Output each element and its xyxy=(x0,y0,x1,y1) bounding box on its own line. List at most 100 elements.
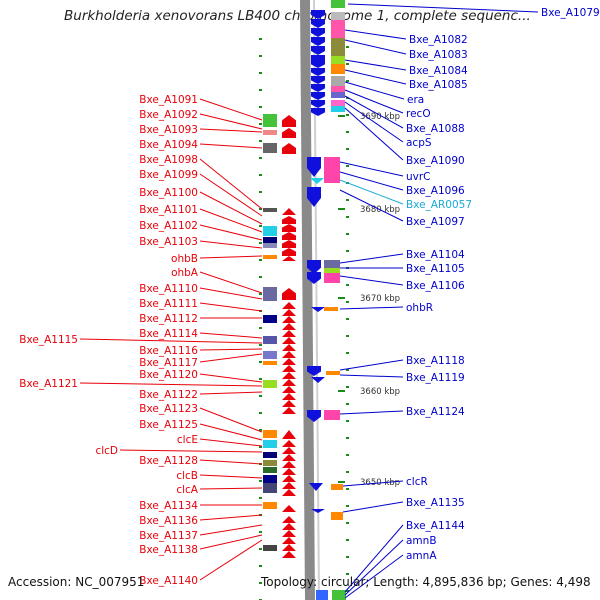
tick-mark-left xyxy=(259,89,262,91)
gene-label-right: amnA xyxy=(406,550,437,562)
gene-label-left: clcB xyxy=(176,470,198,482)
leader-line-left xyxy=(199,524,263,536)
gene-block-left xyxy=(263,460,277,466)
leader-line-right xyxy=(344,524,404,593)
tick-mark-right xyxy=(346,233,349,235)
gene-triangle-up xyxy=(282,475,296,482)
tick-mark-right xyxy=(346,284,349,286)
leader-line-left xyxy=(199,514,263,521)
gene-label-left: Bxe_A1103 xyxy=(139,236,198,248)
tick-mark-left xyxy=(259,191,262,193)
gene-arrow-down xyxy=(307,187,321,207)
leader-line-right xyxy=(344,101,404,143)
gene-label-left: ohbA xyxy=(171,267,199,279)
scale-label: 3670 kbp xyxy=(360,294,400,304)
gene-block-left xyxy=(263,545,277,551)
gene-arrow-down xyxy=(307,366,321,376)
leader-line-right xyxy=(339,410,404,415)
gene-arrow-down xyxy=(311,37,325,46)
gene-label-right: Bxe_A1085 xyxy=(409,79,468,91)
tick-mark-right xyxy=(346,46,349,48)
tick-mark-left xyxy=(259,429,262,431)
leader-line-right xyxy=(339,171,404,191)
leader-line-right xyxy=(344,59,407,71)
leader-line-left xyxy=(199,348,263,351)
gene-label-right: Bxe_AR0057 xyxy=(406,199,472,211)
gene-triangle-up xyxy=(282,302,296,309)
gene-block-left xyxy=(263,208,277,212)
gene-label-right: acpS xyxy=(406,137,432,149)
tick-mark-left xyxy=(259,259,262,261)
gene-block-right xyxy=(324,410,340,420)
gene-triangle-up xyxy=(282,344,296,351)
tick-mark-right xyxy=(346,590,349,592)
tick-mark-right xyxy=(346,556,349,558)
leader-line-left xyxy=(199,128,263,133)
gene-label-left: Bxe_A1098 xyxy=(139,154,198,166)
gene-triangle-up xyxy=(282,551,296,558)
gene-label-left: Bxe_A1091 xyxy=(139,94,198,106)
gene-arrow-up xyxy=(282,128,296,138)
tick-mark-right xyxy=(346,420,349,422)
tick-mark-left xyxy=(259,395,262,397)
gene-label-right: Bxe_A1096 xyxy=(406,185,465,197)
tick-mark-left xyxy=(259,293,262,295)
gene-block-left xyxy=(263,315,277,323)
leader-line-left xyxy=(79,382,263,387)
gene-block-left xyxy=(263,430,277,438)
tick-mark-right xyxy=(346,437,349,439)
gene-label-left: clcD xyxy=(95,445,118,457)
gene-block-left xyxy=(263,143,277,153)
tick-mark-right xyxy=(346,403,349,405)
gene-triangle-up xyxy=(282,461,296,468)
leader-line-right xyxy=(347,3,539,13)
gene-block-right xyxy=(324,260,340,268)
leader-line-right xyxy=(344,69,407,85)
gene-block-left xyxy=(263,255,277,259)
tick-mark-right xyxy=(346,522,349,524)
leader-line-right xyxy=(342,501,404,513)
gene-triangle-up xyxy=(282,208,296,215)
gene-block-left xyxy=(263,475,277,483)
gene-triangle-down xyxy=(311,509,325,513)
gene-block-right xyxy=(331,512,343,520)
gene-label-left: Bxe_A1137 xyxy=(139,530,198,542)
gene-block-right xyxy=(331,484,343,490)
gene-block-right xyxy=(324,268,340,273)
leader-line-right xyxy=(339,359,404,371)
tick-mark-right xyxy=(346,63,349,65)
gene-arrow-up xyxy=(282,248,296,256)
tick-mark-left xyxy=(259,106,262,108)
gene-label-left: Bxe_A1140 xyxy=(139,575,198,587)
tick-mark-right xyxy=(346,573,349,575)
gene-block-left xyxy=(263,380,277,388)
gene-label-left: Bxe_A1134 xyxy=(139,500,198,512)
gene-block-right xyxy=(331,86,345,92)
tick-mark-left xyxy=(259,344,262,346)
tick-mark-left xyxy=(259,446,262,448)
gene-arrow-up xyxy=(282,216,296,224)
tick-mark-left xyxy=(259,412,262,414)
gene-triangle-up xyxy=(282,544,296,551)
leader-line-right xyxy=(344,29,407,40)
tick-mark-right xyxy=(346,148,349,150)
leader-line-left xyxy=(199,332,263,339)
gene-triangle-up xyxy=(282,379,296,386)
gene-triangle-up xyxy=(282,372,296,379)
tick-mark-right xyxy=(346,97,349,99)
tick-mark-right xyxy=(346,454,349,456)
gene-arrow-up xyxy=(282,232,296,240)
gene-triangle-up xyxy=(282,523,296,530)
gene-arrow-down xyxy=(311,19,325,28)
gene-label-left: clcE xyxy=(177,434,198,446)
gene-label-left: Bxe_A1136 xyxy=(139,515,198,527)
gene-triangle-up xyxy=(282,256,296,261)
gene-block-left xyxy=(263,467,277,473)
gene-arrow-down xyxy=(307,157,321,177)
gene-arrow-up xyxy=(282,143,296,154)
tick-mark-right xyxy=(346,165,349,167)
gene-arrow-down xyxy=(311,76,325,84)
gene-block-right xyxy=(324,307,338,311)
leader-line-right xyxy=(344,39,407,55)
